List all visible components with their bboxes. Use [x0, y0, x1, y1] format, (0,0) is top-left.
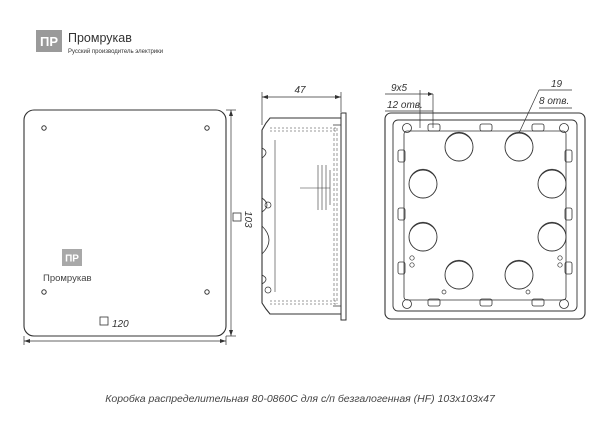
- slot: [479, 123, 493, 132]
- knockout-hole: [444, 131, 474, 162]
- knockout-hole: [444, 259, 474, 290]
- cover-logo-mark: ПР: [65, 254, 79, 265]
- screw-hole: [41, 289, 47, 295]
- dim-hole-count-label: 8 отв.: [539, 96, 569, 107]
- cover-logo-icon: ПР Промрукав: [43, 249, 92, 284]
- dim-slot-count-label: 12 отв.: [387, 100, 423, 111]
- slot: [397, 261, 406, 275]
- dim-slot-size-label: 9х5: [391, 83, 408, 94]
- screw-hole: [41, 125, 47, 131]
- slot: [427, 298, 441, 307]
- caption: Коробка распределительная 80-0860С для с…: [105, 393, 496, 405]
- knockout-hole: [504, 131, 534, 162]
- slot: [564, 261, 573, 275]
- cover-front-view: ПР Промрукав 120 103: [23, 109, 253, 345]
- knockout-hole: [504, 259, 534, 290]
- knockout-hole: [408, 221, 438, 252]
- knockout-hole: [408, 168, 438, 199]
- cover-logo-name: Промрукав: [43, 273, 92, 284]
- dim-height-label: 103: [242, 211, 253, 228]
- slot: [427, 123, 441, 132]
- dim-hole-diameter-label: 19: [551, 79, 563, 90]
- brand-header: ПР Промрукав Русский производитель элект…: [36, 30, 163, 55]
- brand-logo-mark: ПР: [40, 34, 58, 49]
- slot: [397, 207, 406, 221]
- brand-name: Промрукав: [68, 31, 132, 45]
- slot: [564, 207, 573, 221]
- box-side-view: 47: [261, 85, 347, 321]
- knockout-hole: [537, 168, 567, 199]
- dim-width-label: 120: [112, 319, 129, 330]
- slot: [531, 298, 545, 307]
- screw-hole: [204, 289, 210, 295]
- square-dimension-icon: [99, 316, 109, 326]
- dim-depth-label: 47: [294, 85, 306, 96]
- knockout-hole: [537, 221, 567, 252]
- brand-logo-icon: ПР: [36, 30, 62, 52]
- slot: [479, 298, 493, 307]
- screw-hole: [204, 125, 210, 131]
- brand-tagline: Русский производитель электрики: [68, 48, 163, 55]
- slot: [397, 149, 406, 163]
- square-dimension-icon: [232, 212, 242, 222]
- box-top-view: 9х5 12 отв. 19 8 отв.: [384, 79, 586, 320]
- slot: [531, 123, 545, 132]
- slot: [564, 149, 573, 163]
